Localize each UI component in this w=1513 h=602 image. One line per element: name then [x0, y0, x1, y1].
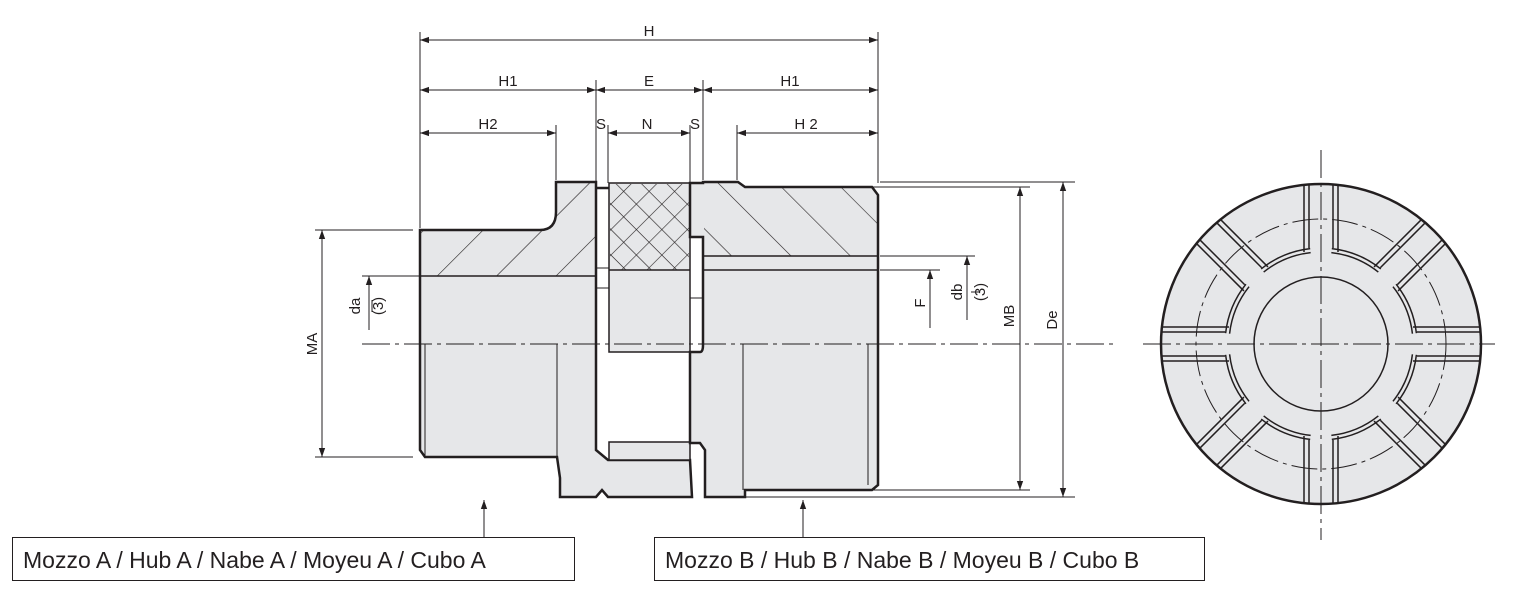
- jaw-pocket-arc: [1228, 354, 1250, 402]
- dim-h1-left-label: H1: [498, 73, 517, 90]
- hub-a-section: [418, 180, 694, 499]
- dim-da-note: (3): [370, 297, 387, 315]
- dim-da-label: da: [347, 297, 364, 314]
- jaw-pocket-arc: [1224, 283, 1247, 334]
- hub-a-caption: Mozzo A / Hub A / Nabe A / Moyeu A / Cub…: [12, 537, 575, 581]
- jaw-edge-line: [1199, 239, 1246, 286]
- spider-jaw: [1331, 396, 1446, 469]
- jaw-pocket-arc: [1263, 251, 1311, 273]
- spider-jaw: [1260, 415, 1339, 503]
- spider-jaw: [1196, 219, 1311, 292]
- jaw-edge-line: [1220, 420, 1269, 469]
- jaw-edge-line: [1373, 420, 1422, 469]
- dim-f-label: F: [912, 298, 929, 307]
- dim-ma-label: MA: [304, 333, 321, 356]
- dim-n-label: N: [642, 116, 653, 133]
- jaw-pocket-arc: [1392, 354, 1414, 402]
- spider-jaw: [1196, 354, 1269, 469]
- jaw-pocket-arc: [1331, 418, 1382, 441]
- jaw-pocket-arc: [1224, 354, 1247, 405]
- dim-mb-label: MB: [1001, 305, 1018, 328]
- jaw-pocket-arc: [1395, 354, 1418, 405]
- jaw-edge-line: [1216, 222, 1263, 269]
- jaw-pocket-arc: [1260, 418, 1311, 441]
- dim-db-note: (3): [972, 283, 989, 301]
- jaw-edge-line: [1196, 396, 1245, 445]
- jaw-edge-line: [1396, 239, 1443, 286]
- jaw-pocket-arc: [1331, 251, 1379, 273]
- dimension-lines: [318, 36, 1067, 537]
- jaw-edge-line: [1196, 243, 1245, 292]
- spider-jaw: [1373, 219, 1446, 334]
- jaw-pocket-arc: [1228, 286, 1250, 334]
- spider-end-view: [1143, 150, 1495, 540]
- dim-db-label: db: [949, 284, 966, 301]
- dim-h2-left-label: H2: [478, 116, 497, 133]
- spider-section: [596, 182, 691, 461]
- jaw-pocket-arc: [1395, 283, 1418, 334]
- dim-h2-right-label: H 2: [794, 116, 817, 133]
- jaw-pocket-arc: [1331, 247, 1382, 270]
- spider-jaw: [1162, 283, 1250, 362]
- hub-b-caption: Mozzo B / Hub B / Nabe B / Moyeu B / Cub…: [654, 537, 1205, 581]
- dim-e-label: E: [644, 73, 654, 90]
- dim-h1-right-label: H1: [780, 73, 799, 90]
- dim-de-label: De: [1044, 310, 1061, 329]
- jaw-edge-line: [1379, 222, 1426, 269]
- spider-jaw: [1303, 185, 1382, 273]
- jaw-edge-line: [1379, 419, 1426, 466]
- spider-jaw: [1392, 326, 1480, 405]
- jaw-pocket-arc: [1392, 286, 1414, 334]
- jaw-edge-line: [1216, 419, 1263, 466]
- hub-b-section: [688, 180, 880, 499]
- jaw-edge-line: [1199, 402, 1246, 449]
- jaw-edge-line: [1373, 219, 1422, 268]
- jaw-pocket-arc: [1260, 247, 1311, 270]
- dim-s-left-label: S: [596, 116, 606, 133]
- jaw-edge-line: [1396, 402, 1443, 449]
- jaw-pocket-arc: [1331, 415, 1379, 437]
- jaw-edge-line: [1397, 243, 1446, 292]
- jaw-edge-line: [1397, 396, 1446, 445]
- dim-h-label: H: [644, 23, 655, 40]
- dim-s-right-label: S: [690, 116, 700, 133]
- jaw-edge-line: [1220, 219, 1269, 268]
- jaw-pocket-arc: [1263, 415, 1311, 437]
